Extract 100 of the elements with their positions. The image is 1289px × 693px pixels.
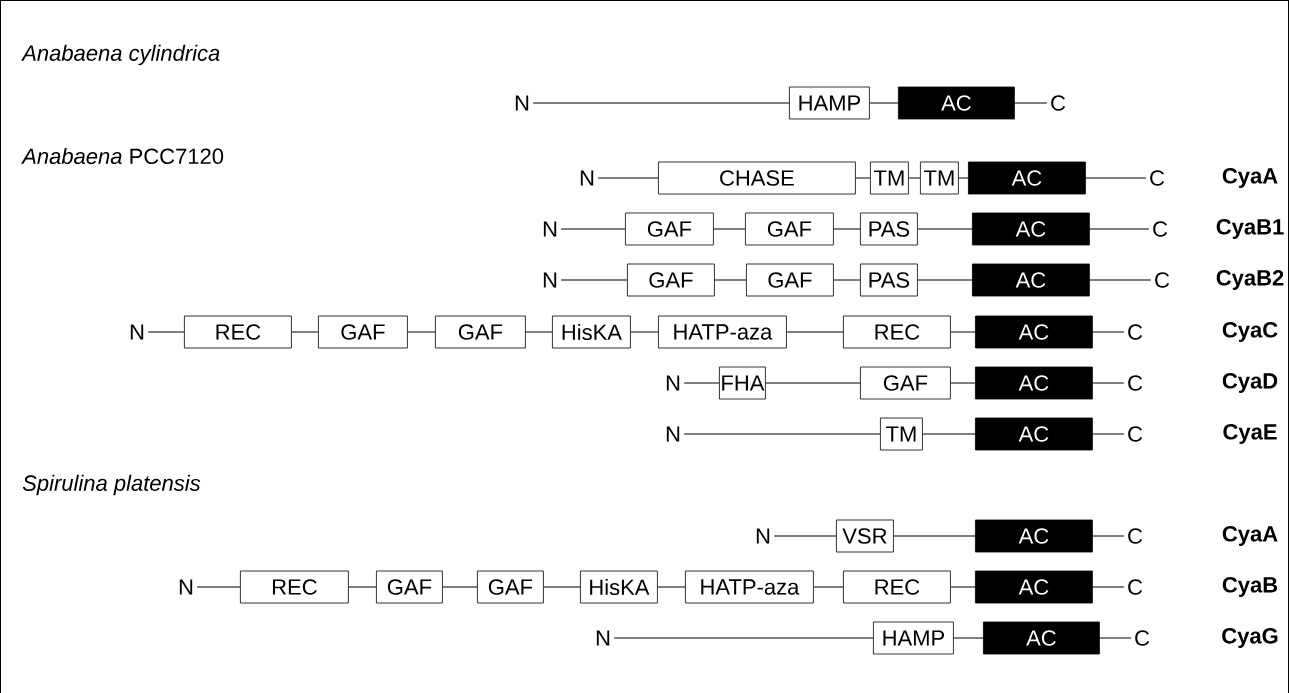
connector-line bbox=[893, 535, 976, 537]
catalytic-domain-box: AC bbox=[975, 519, 1093, 553]
terminus-label: N bbox=[543, 221, 557, 237]
catalytic-domain-box: AC bbox=[983, 621, 1100, 655]
domain-box: GAF bbox=[746, 263, 834, 297]
protein-name: CyaG bbox=[1222, 628, 1278, 648]
connector-line bbox=[1089, 228, 1150, 230]
terminus-label: C bbox=[1128, 426, 1143, 442]
domain-box: REC bbox=[843, 570, 951, 604]
connector-line bbox=[869, 102, 899, 104]
protein-name: CyaC bbox=[1222, 322, 1278, 342]
domain-box: GAF bbox=[860, 366, 951, 400]
domain-box: VSR bbox=[836, 519, 894, 553]
terminus-label: N bbox=[179, 579, 193, 595]
protein-name: CyaE bbox=[1223, 424, 1277, 444]
catalytic-domain-box: AC bbox=[968, 161, 1086, 195]
domain-box: PAS bbox=[860, 212, 918, 246]
connector-line bbox=[958, 177, 969, 179]
connector-line bbox=[407, 331, 436, 333]
domain-box: PAS bbox=[860, 263, 918, 297]
connector-line bbox=[950, 586, 976, 588]
terminus-label: C bbox=[1128, 579, 1143, 595]
connector-line bbox=[348, 586, 377, 588]
connector-line bbox=[908, 177, 921, 179]
connector-line bbox=[560, 228, 626, 230]
domain-box: HATP-aza bbox=[658, 315, 787, 349]
connector-line bbox=[1092, 433, 1125, 435]
domain-box: TM bbox=[870, 161, 909, 195]
connector-line bbox=[1089, 279, 1152, 281]
protein-name: CyaB2 bbox=[1216, 270, 1284, 290]
connector-line bbox=[786, 331, 844, 333]
connector-line bbox=[291, 331, 319, 333]
terminus-label: N bbox=[130, 324, 144, 340]
domain-box: TM bbox=[880, 417, 923, 451]
connector-line bbox=[683, 433, 881, 435]
protein-name: CyaB1 bbox=[1216, 219, 1284, 239]
domain-box: GAF bbox=[318, 315, 408, 349]
domain-box: GAF bbox=[745, 212, 834, 246]
domain-box: GAF bbox=[477, 570, 544, 604]
connector-line bbox=[1099, 637, 1132, 639]
terminus-label: N bbox=[515, 95, 529, 111]
connector-line bbox=[1085, 177, 1147, 179]
connector-line bbox=[833, 279, 861, 281]
catalytic-domain-box: AC bbox=[975, 366, 1093, 400]
connector-line bbox=[953, 637, 984, 639]
domain-box: HATP-aza bbox=[685, 570, 814, 604]
connector-line bbox=[950, 331, 976, 333]
connector-line bbox=[922, 433, 976, 435]
domain-box: REC bbox=[240, 570, 349, 604]
terminus-label: C bbox=[1135, 630, 1150, 646]
domain-box: GAF bbox=[627, 263, 715, 297]
connector-line bbox=[560, 279, 628, 281]
terminus-label: C bbox=[1128, 528, 1143, 544]
terminus-label: N bbox=[543, 272, 557, 288]
domain-box: GAF bbox=[376, 570, 443, 604]
catalytic-domain-box: AC bbox=[972, 212, 1090, 246]
connector-line bbox=[147, 331, 185, 333]
domain-box: REC bbox=[843, 315, 951, 349]
domain-box: GAF bbox=[625, 212, 714, 246]
connector-line bbox=[1092, 586, 1125, 588]
connector-line bbox=[773, 535, 837, 537]
connector-line bbox=[917, 228, 973, 230]
species-name: Anabaena PCC7120 bbox=[21, 147, 224, 165]
domain-box: HAMP bbox=[873, 621, 954, 655]
connector-line bbox=[1014, 102, 1048, 104]
connector-line bbox=[657, 586, 686, 588]
connector-line bbox=[813, 586, 844, 588]
connector-line bbox=[714, 279, 747, 281]
terminus-label: C bbox=[1150, 170, 1165, 186]
terminus-label: C bbox=[1128, 324, 1143, 340]
domain-box: HisKA bbox=[580, 570, 658, 604]
connector-line bbox=[196, 586, 241, 588]
terminus-label: C bbox=[1051, 95, 1066, 111]
protein-name: CyaD bbox=[1222, 373, 1278, 393]
connector-line bbox=[532, 102, 790, 104]
domain-box: FHA bbox=[719, 366, 766, 400]
species-name: Anabaena cylindrica bbox=[21, 44, 220, 66]
connector-line bbox=[833, 228, 861, 230]
catalytic-domain-box: AC bbox=[975, 315, 1093, 349]
terminus-label: N bbox=[756, 528, 770, 544]
protein-name: CyaA bbox=[1222, 526, 1278, 546]
connector-line bbox=[442, 586, 478, 588]
connector-line bbox=[597, 177, 659, 179]
connector-line bbox=[630, 331, 659, 333]
terminus-label: N bbox=[666, 375, 680, 391]
terminus-label: N bbox=[666, 426, 680, 442]
catalytic-domain-box: AC bbox=[975, 570, 1093, 604]
protein-name: CyaB bbox=[1222, 577, 1278, 597]
connector-line bbox=[613, 637, 874, 639]
connector-line bbox=[1092, 331, 1125, 333]
domain-box: CHASE bbox=[658, 161, 856, 195]
connector-line bbox=[855, 177, 871, 179]
protein-name: CyaA bbox=[1222, 168, 1278, 188]
domain-box: HisKA bbox=[552, 315, 631, 349]
domain-box: TM bbox=[920, 161, 959, 195]
catalytic-domain-box: AC bbox=[972, 263, 1090, 297]
species-name: Spirulina platensis bbox=[22, 474, 201, 496]
connector-line bbox=[917, 279, 973, 281]
connector-line bbox=[683, 382, 720, 384]
terminus-label: C bbox=[1128, 375, 1143, 391]
